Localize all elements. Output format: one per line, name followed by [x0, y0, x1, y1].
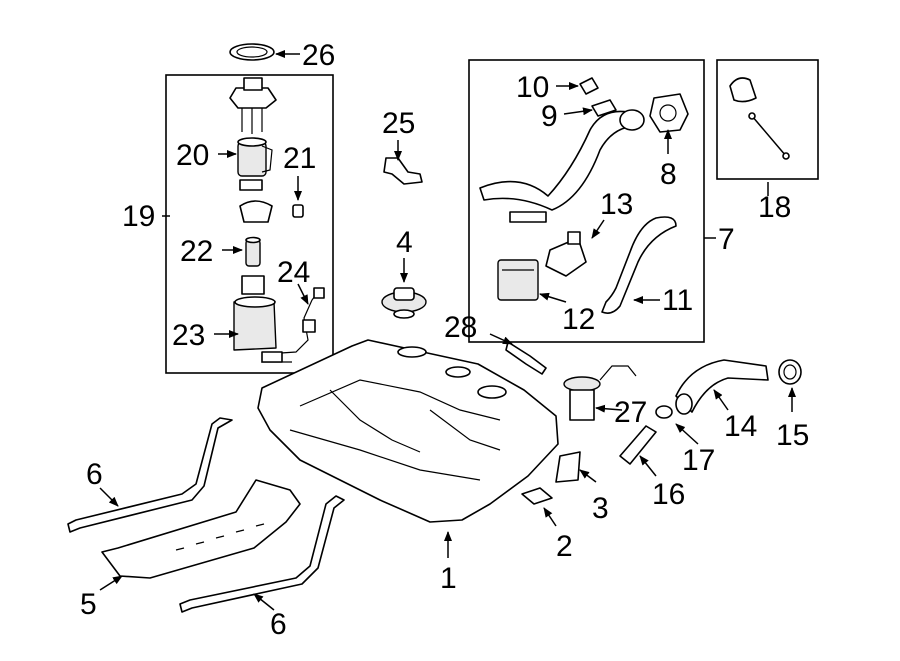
clamp-15-part [778, 359, 802, 385]
callout-26: 26 [302, 39, 335, 72]
canister-12-part [497, 259, 539, 301]
strap-lower-part [179, 495, 345, 613]
gasket-ring-part [229, 43, 275, 61]
callout-19: 19 [122, 200, 155, 233]
bracket-13-part [545, 231, 587, 277]
callout-6-lower: 6 [270, 608, 287, 641]
callout-14: 14 [724, 410, 757, 443]
callout-labels: 26 19 20 21 22 24 23 25 4 10 9 8 7 13 12… [80, 39, 809, 641]
callout-17: 17 [682, 444, 715, 477]
callout-27: 27 [614, 396, 647, 429]
callout-20: 20 [176, 139, 209, 172]
filler-hose-14-part [675, 359, 769, 415]
callout-6-upper: 6 [86, 458, 103, 491]
fuel-door-housing-part [649, 93, 689, 133]
callout-28: 28 [444, 311, 477, 344]
fuel-pump-group-box [165, 74, 334, 374]
pump-27-part [563, 365, 637, 421]
filler-neck-group-box [468, 59, 705, 343]
callout-18: 18 [758, 191, 791, 224]
fuel-filter-part [245, 236, 261, 267]
clip-10-part [579, 77, 599, 95]
heat-shield-part [101, 479, 301, 579]
clamp-17-part [655, 405, 673, 419]
pump-flange-part [229, 77, 277, 134]
callout-11: 11 [662, 284, 693, 317]
plug-part [292, 204, 304, 218]
callout-9: 9 [541, 100, 558, 133]
callout-22: 22 [180, 235, 213, 268]
callout-21: 21 [283, 142, 316, 175]
callout-13: 13 [600, 188, 633, 221]
pad-3-part [555, 451, 581, 483]
callout-23: 23 [172, 319, 205, 352]
callout-24: 24 [277, 256, 310, 289]
callout-2: 2 [556, 530, 573, 563]
sensor-28-part [505, 341, 547, 375]
fuel-door-part [729, 77, 790, 160]
filler-neck-part [479, 109, 645, 223]
fuel-pump-motor-part [237, 137, 273, 191]
pipe-16-part [619, 425, 657, 465]
strap-upper-part [67, 417, 233, 533]
leader-arrows [99, 50, 796, 611]
fuel-tank-part [257, 339, 559, 523]
callout-5: 5 [80, 588, 97, 621]
callout-3: 3 [592, 492, 609, 525]
callout-25: 25 [382, 107, 415, 140]
pump-reservoir-part [233, 275, 277, 351]
callout-8: 8 [660, 158, 677, 191]
strainer-bracket-part [239, 200, 273, 223]
callout-7: 7 [718, 223, 735, 256]
fuel-door-group-box [716, 59, 819, 180]
callout-4: 4 [396, 226, 413, 259]
clip-9-part [591, 99, 617, 117]
callout-15: 15 [776, 419, 809, 452]
callout-16: 16 [652, 478, 685, 511]
vent-valve-part [383, 157, 423, 185]
sender-unit-part [261, 287, 325, 363]
callout-1: 1 [440, 562, 457, 595]
callout-12: 12 [562, 303, 595, 336]
pad-2-part [521, 487, 553, 505]
tank-valve-part [381, 287, 427, 319]
vent-hose-11-part [601, 216, 677, 314]
callout-10: 10 [516, 71, 549, 104]
